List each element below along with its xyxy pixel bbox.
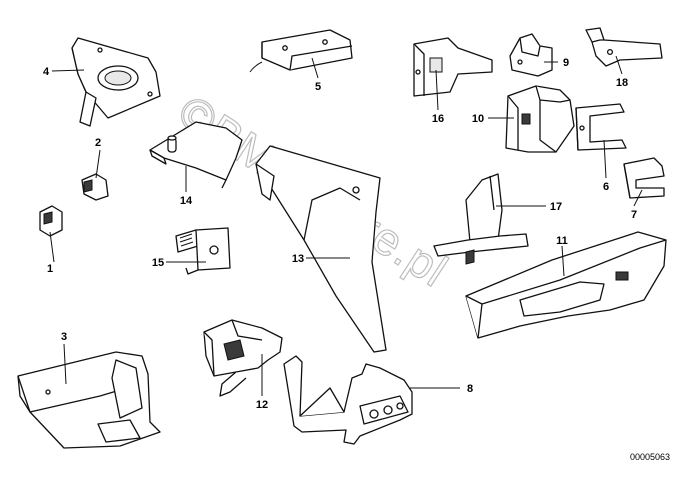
part-18-angled-strap[interactable] xyxy=(585,27,663,67)
part-13-large-bracket[interactable] xyxy=(255,145,387,353)
part-4-plate-with-opening[interactable] xyxy=(71,37,161,127)
diagram-id: 00005063 xyxy=(630,452,670,462)
callout-2: 2 xyxy=(95,137,101,149)
callout-11: 11 xyxy=(556,235,568,247)
part-15-bolt-with-plate[interactable] xyxy=(175,227,231,275)
part-3-floor-bracket[interactable] xyxy=(17,351,161,449)
callout-10: 10 xyxy=(472,113,484,125)
callout-14: 14 xyxy=(180,195,193,207)
part-11-long-rail[interactable] xyxy=(465,231,667,339)
callout-4: 4 xyxy=(43,66,50,78)
callout-1: 1 xyxy=(47,263,53,275)
callout-5: 5 xyxy=(315,81,321,93)
callout-6: 6 xyxy=(603,181,609,193)
part-14-angled-plate[interactable] xyxy=(149,121,243,189)
part-10-channel-bracket[interactable] xyxy=(505,85,575,153)
callout-16: 16 xyxy=(432,113,444,125)
callout-13: 13 xyxy=(292,253,304,265)
callout-8: 8 xyxy=(467,383,473,395)
part-9-small-clip[interactable] xyxy=(509,33,553,77)
part-1-small-clip[interactable] xyxy=(39,205,63,237)
callout-15: 15 xyxy=(152,257,164,269)
callout-12: 12 xyxy=(256,399,268,411)
part-7-clip[interactable] xyxy=(623,157,665,199)
callout-9: 9 xyxy=(563,57,569,69)
callout-7: 7 xyxy=(631,209,637,221)
callout-3: 3 xyxy=(61,331,67,343)
part-2-small-clip[interactable] xyxy=(81,173,109,201)
callout-18: 18 xyxy=(616,77,628,89)
part-5-small-bracket[interactable] xyxy=(249,29,353,73)
part-17-bracket-with-legs[interactable] xyxy=(433,173,529,265)
callout-17: 17 xyxy=(550,201,562,213)
leader-lines xyxy=(49,55,643,396)
part-16-bracket[interactable] xyxy=(413,37,493,97)
part-8-mounting-frame[interactable] xyxy=(283,355,413,445)
part-12-complex-bracket[interactable] xyxy=(203,319,283,397)
part-6-u-bracket[interactable] xyxy=(575,103,627,151)
